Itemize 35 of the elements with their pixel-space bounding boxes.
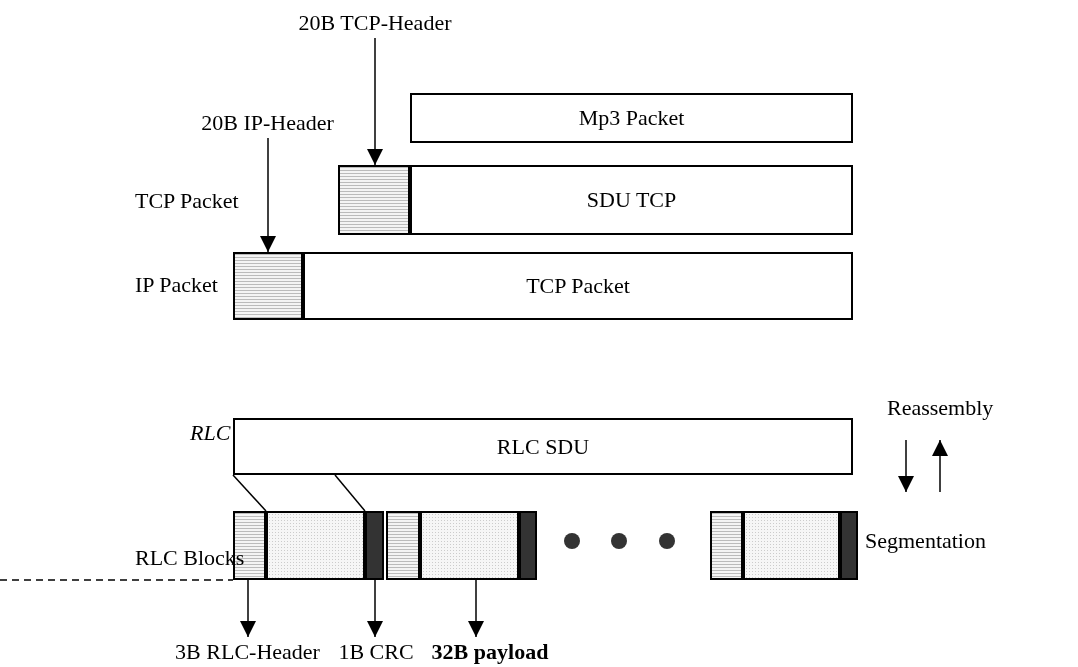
layer-label: IP Packet — [135, 272, 218, 298]
field-label: 1B CRC — [337, 637, 415, 667]
header-block — [386, 511, 420, 580]
packet-name: SDU TCP — [586, 187, 677, 213]
crc-block — [840, 511, 858, 580]
layer-label: Reassembly — [887, 395, 994, 421]
layer-label: Segmentation — [865, 528, 986, 554]
crc-block — [365, 511, 384, 580]
arrow — [240, 579, 256, 638]
crc-block — [519, 511, 537, 580]
arrow — [468, 579, 484, 638]
payload-block — [743, 511, 840, 580]
field-label: 32B payload — [425, 637, 555, 667]
payload-block — [420, 511, 519, 580]
field-label: 3B RLC-Header — [175, 637, 320, 667]
packet-box — [410, 93, 853, 143]
arrow — [260, 137, 276, 253]
header-block — [233, 252, 303, 320]
header-block — [338, 165, 410, 235]
field-label: 20B IP-Header — [195, 108, 340, 138]
packet-name: RLC SDU — [496, 433, 590, 460]
packet-name: TCP Packet — [526, 273, 630, 299]
payload-block — [266, 511, 365, 580]
connector-line — [334, 474, 366, 512]
connector-line — [232, 474, 267, 512]
arrow — [367, 37, 383, 166]
packet-name: Mp3 Packet — [578, 105, 685, 131]
layer-label: TCP Packet — [135, 188, 239, 214]
packet-box — [303, 252, 853, 320]
packet-box — [233, 418, 853, 475]
arrow — [367, 579, 383, 638]
layer-label: RLC — [190, 420, 231, 446]
field-label: 20B TCP-Header — [300, 8, 450, 38]
header-block — [710, 511, 743, 580]
packet-box — [410, 165, 853, 235]
